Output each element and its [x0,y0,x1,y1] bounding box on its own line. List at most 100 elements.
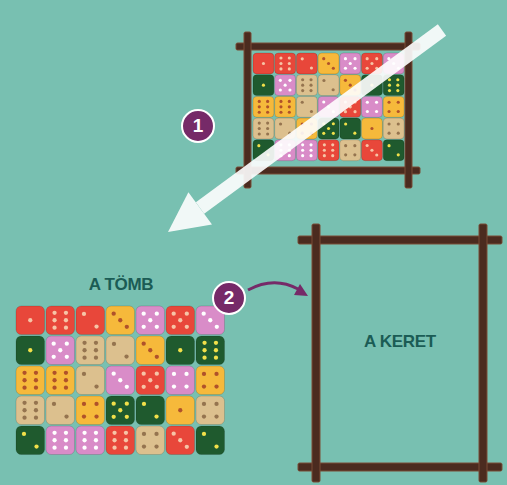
die-pip [178,408,182,412]
die-face [340,53,361,74]
die-pip [279,111,282,114]
die-pip [52,378,56,382]
die-pip [322,57,325,60]
die-pip [322,132,325,135]
heading-text: A TÖMB [89,275,154,295]
die-pip [370,149,373,152]
die-pip [257,144,260,147]
die-pip [172,432,176,436]
die-pip [332,132,335,135]
dice-block [16,306,225,455]
die-pip [332,88,335,91]
die-pip [64,378,68,382]
die-pip [309,84,312,87]
die-pip [64,371,68,375]
die-pip [52,355,56,359]
die-face [275,53,296,74]
die-face [166,426,195,455]
die-pip [52,446,56,450]
die-pip [301,89,304,92]
die-pip [375,110,378,113]
die-pip [185,445,189,449]
die [76,366,105,395]
die [16,426,45,455]
die-pip [366,57,369,60]
die [275,53,296,74]
die-face [166,336,195,365]
die [46,306,75,335]
die [275,75,296,96]
die-pip [214,414,218,418]
die-pip [279,79,282,82]
die [106,366,135,395]
die-pip [125,325,129,329]
die-face [253,53,274,74]
die-pip [202,384,206,388]
die [362,140,383,161]
die-pip [375,153,378,156]
die-face [46,396,75,425]
die-pip [82,414,86,418]
die-pip [142,312,146,316]
die-pip [301,143,304,146]
die-face [166,366,195,395]
die [253,75,274,96]
die-face [196,366,225,395]
die-pip [258,122,261,125]
die-pip [214,372,218,376]
die-pip [34,416,38,420]
die-pip [288,154,291,157]
die-pip [142,342,146,346]
die-pip [154,414,158,418]
die-pip [82,372,86,376]
die-pip [28,318,32,322]
die-face [76,426,105,455]
die [340,53,361,74]
die-pip [94,402,98,406]
die-pip [178,318,182,322]
die-pip [353,132,356,135]
die-face [46,306,75,335]
die-pip [288,56,291,59]
die-pip [112,431,116,435]
die-face [196,336,225,365]
die-pip [266,132,269,135]
die-pip [353,67,356,70]
die-pip [124,446,128,450]
die-pip [52,386,56,390]
die-pip [331,154,334,157]
die [296,96,317,117]
die-pip [279,88,282,91]
die-pip [258,105,261,108]
die-pip [125,385,129,389]
die-pip [172,312,176,316]
die [106,306,135,335]
die-pip [397,110,400,113]
die [106,336,135,365]
die-pip [258,132,261,135]
die-pip [353,57,356,60]
die-pip [288,111,291,114]
die-pip [331,143,334,146]
die [253,53,274,74]
frame-bar [298,236,502,244]
die-pip [64,446,68,450]
die-pip [34,408,38,412]
die-face [253,96,274,117]
die-pip [279,56,282,59]
die-pip [82,312,86,316]
die-pip [214,341,218,345]
die-face [76,396,105,425]
die-face [106,336,135,365]
die [253,96,274,117]
die-pip [309,154,312,157]
die [16,396,45,425]
die-pip [387,132,390,135]
die-pip [22,401,26,405]
die-face [196,426,225,455]
die-pip [214,356,218,360]
die-pip [64,311,68,315]
die [196,426,225,455]
die-face [166,306,195,335]
die-pip [94,348,98,352]
